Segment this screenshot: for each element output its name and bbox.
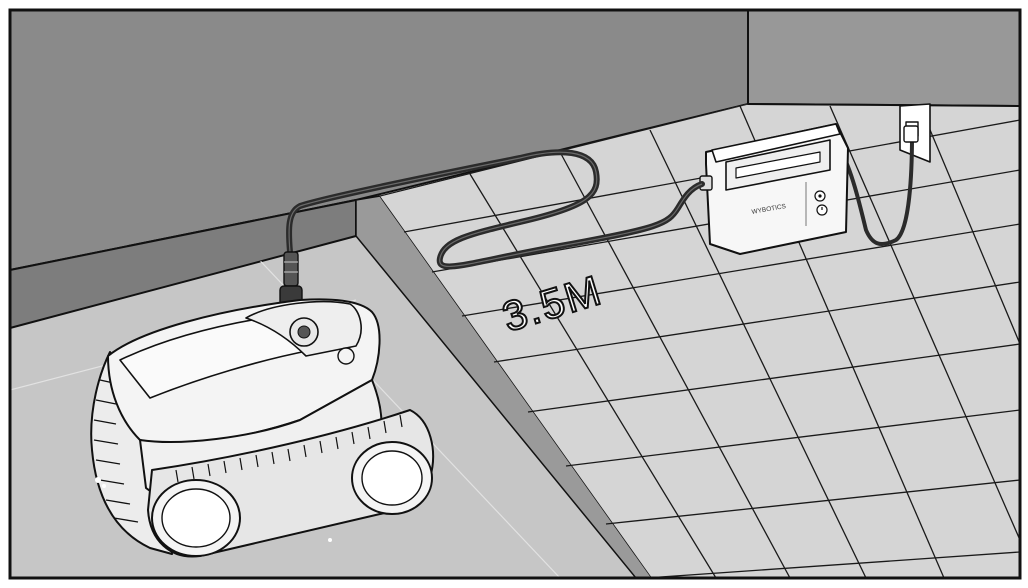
pool-robot bbox=[90, 298, 434, 558]
power-supply-unit: WYBOTICS bbox=[699, 123, 849, 255]
power-plug-icon bbox=[903, 125, 919, 143]
power-button-icon bbox=[814, 190, 826, 202]
mode-button-icon bbox=[816, 204, 828, 216]
mains-cable bbox=[840, 135, 914, 247]
side-wall bbox=[747, 9, 1021, 107]
pool-deck bbox=[380, 104, 1020, 578]
